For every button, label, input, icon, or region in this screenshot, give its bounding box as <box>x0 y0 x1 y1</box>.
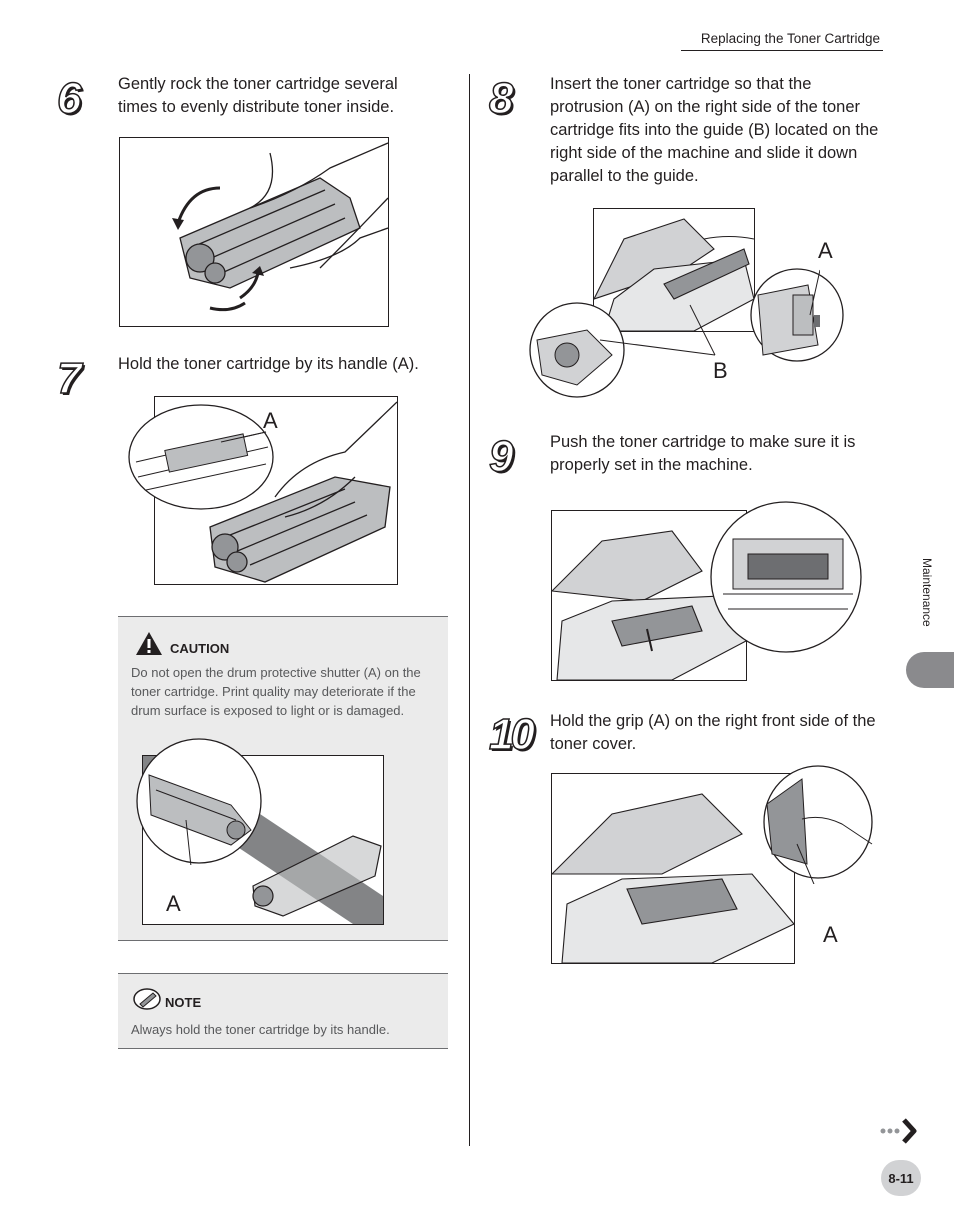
note-title: NOTE <box>165 995 202 1010</box>
figure-rock-cartridge <box>119 137 389 327</box>
figure-push-cartridge <box>551 510 747 681</box>
continue-arrow-icon <box>880 1118 917 1144</box>
pencil-note-icon <box>133 988 161 1010</box>
running-header: Replacing the Toner Cartridge <box>700 31 880 46</box>
header-rule <box>681 50 883 51</box>
side-tab-label: Maintenance <box>920 558 934 627</box>
page-number: 8-11 <box>881 1160 921 1196</box>
note-text: Always hold the toner cartridge by its h… <box>131 1022 390 1037</box>
side-tab-marker <box>906 652 954 688</box>
caution-text: Do not open the drum protective shutter … <box>131 665 421 718</box>
warning-icon <box>136 632 162 655</box>
caution-title: CAUTION <box>170 641 230 656</box>
step-number-6: 6 <box>56 73 82 124</box>
figure-insert-cartridge <box>593 208 755 332</box>
step-number-8: 8 <box>488 73 514 124</box>
step-text-7: Hold the toner cartridge by its handle (… <box>118 355 419 373</box>
figure-drum-zoom <box>136 738 262 865</box>
figure-handle-zoom <box>128 404 274 510</box>
label-a-fig7: A <box>263 408 278 433</box>
step-number-7: 7 <box>56 353 82 404</box>
label-b-fig8: B <box>713 358 728 383</box>
label-a-fig8: A <box>818 238 833 263</box>
figure-grip-zoom <box>763 765 873 884</box>
figure-seated-zoom <box>710 501 862 653</box>
figure-guide-zoom-left <box>529 302 625 398</box>
figure-8-leader-lines <box>599 269 820 356</box>
figure-protrusion-zoom-right <box>750 268 844 362</box>
step-number-9: 9 <box>488 431 514 482</box>
step-number-10: 10 <box>488 709 535 760</box>
figure-toner-cover-grip <box>551 773 795 964</box>
step-text-10: Hold the grip (A) on the right front sid… <box>550 712 876 753</box>
step-text-9: Push the toner cartridge to make sure it… <box>550 433 856 474</box>
column-divider <box>469 74 470 1146</box>
label-a-fig10: A <box>823 922 838 947</box>
step-text-8: Insert the toner cartridge so that the p… <box>550 75 879 185</box>
label-a-caution: A <box>166 891 181 916</box>
step-text-6: Gently rock the toner cartridge several … <box>118 75 398 116</box>
note-box: NOTE Always hold the toner cartridge by … <box>118 973 448 1049</box>
caution-box: CAUTION Do not open the drum protective … <box>118 616 448 941</box>
